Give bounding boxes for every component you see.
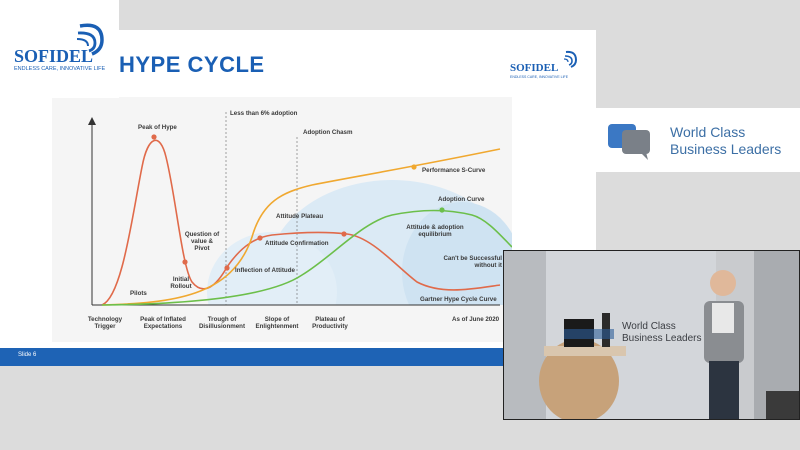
brand-line-1: World Class: [670, 124, 746, 140]
corner-logo: SOFIDEL ENDLESS CARE, INNOVATIVE LIFE: [0, 0, 119, 98]
label-adoption-chasm: Adoption Chasm: [303, 129, 353, 136]
sofidel-wave-icon: [563, 50, 578, 68]
marker-s-curve: [411, 164, 417, 170]
series-hype-cycle: [101, 139, 501, 306]
label-question-of-value: Question of value & Pivot: [184, 231, 220, 253]
corner-logo-tagline: ENDLESS CARE, INNOVATIVE LIFE: [14, 66, 106, 72]
phase-technology-trigger: Technology Trigger: [87, 316, 123, 331]
label-attitude-confirmation: Attitude Confirmation: [265, 240, 329, 247]
corner-logo-name: SOFIDEL: [14, 46, 94, 66]
marker-pivot: [182, 259, 188, 265]
marker-confirmation: [257, 235, 263, 241]
marker-inflection: [224, 265, 230, 271]
brand-line-2: Business Leaders: [670, 141, 782, 157]
label-initial-rollout: Initial Rollout: [170, 276, 192, 291]
series-performance-s-curve: [101, 148, 501, 306]
series-adoption-curve: [101, 209, 512, 306]
speaker-video-frame: [504, 251, 799, 419]
video-backdrop-line-2: Business Leaders: [622, 333, 702, 344]
phase-peak-inflated: Peak of Inflated Expectations: [140, 316, 186, 331]
sofidel-corner-wave-icon: [76, 23, 104, 56]
marker-peak: [151, 134, 157, 140]
video-backdrop-line-1: World Class: [622, 321, 676, 332]
label-pilots: Pilots: [130, 290, 147, 297]
chart-svg: [52, 112, 512, 342]
label-cant-be-successful: Can't be Successful without it: [443, 255, 502, 270]
marker-adoption: [439, 207, 445, 213]
phase-plateau: Plateau of Productivity: [312, 316, 348, 331]
label-attitude-plateau: Attitude Plateau: [276, 213, 324, 220]
label-performance-s-curve: Performance S-Curve: [422, 167, 486, 174]
slide-title: HYPE CYCLE: [119, 52, 265, 77]
label-as-of-date: As of June 2020: [452, 316, 500, 323]
hype-cycle-chart: Less than 6% adoption Adoption Chasm Pea…: [52, 97, 512, 342]
speech-bubbles-icon: [608, 124, 650, 160]
slide-logo: SOFIDEL ENDLESS CARE, INNOVATIVE LIFE: [510, 48, 590, 85]
y-axis-arrow: [88, 117, 96, 125]
slide-logo-name: SOFIDEL: [510, 62, 559, 74]
phase-slope: Slope of Enlightenment: [255, 316, 299, 331]
label-adoption-curve: Adoption Curve: [438, 196, 485, 203]
marker-equilibrium: [341, 231, 347, 237]
slide-number: Slide 6: [18, 352, 37, 358]
speaker-video: World Class Business Leaders: [503, 250, 800, 420]
label-less-than-6pct: Less than 6% adoption: [230, 110, 298, 117]
brand-card: World Class Business Leaders: [596, 108, 800, 172]
slide-logo-tagline: ENDLESS CARE, INNOVATIVE LIFE: [510, 75, 569, 79]
slide-footer-bar: Slide 6: [0, 348, 596, 366]
phase-trough: Trough of Disillusionment: [198, 316, 246, 331]
label-inflection-of-attitude: Inflection of Attitude: [235, 267, 295, 274]
label-gartner-curve: Gartner Hype Cycle Curve: [420, 296, 497, 303]
label-peak-of-hype: Peak of Hype: [138, 124, 177, 131]
label-equilibrium: Attitude & adoption equilibrium: [406, 224, 464, 239]
